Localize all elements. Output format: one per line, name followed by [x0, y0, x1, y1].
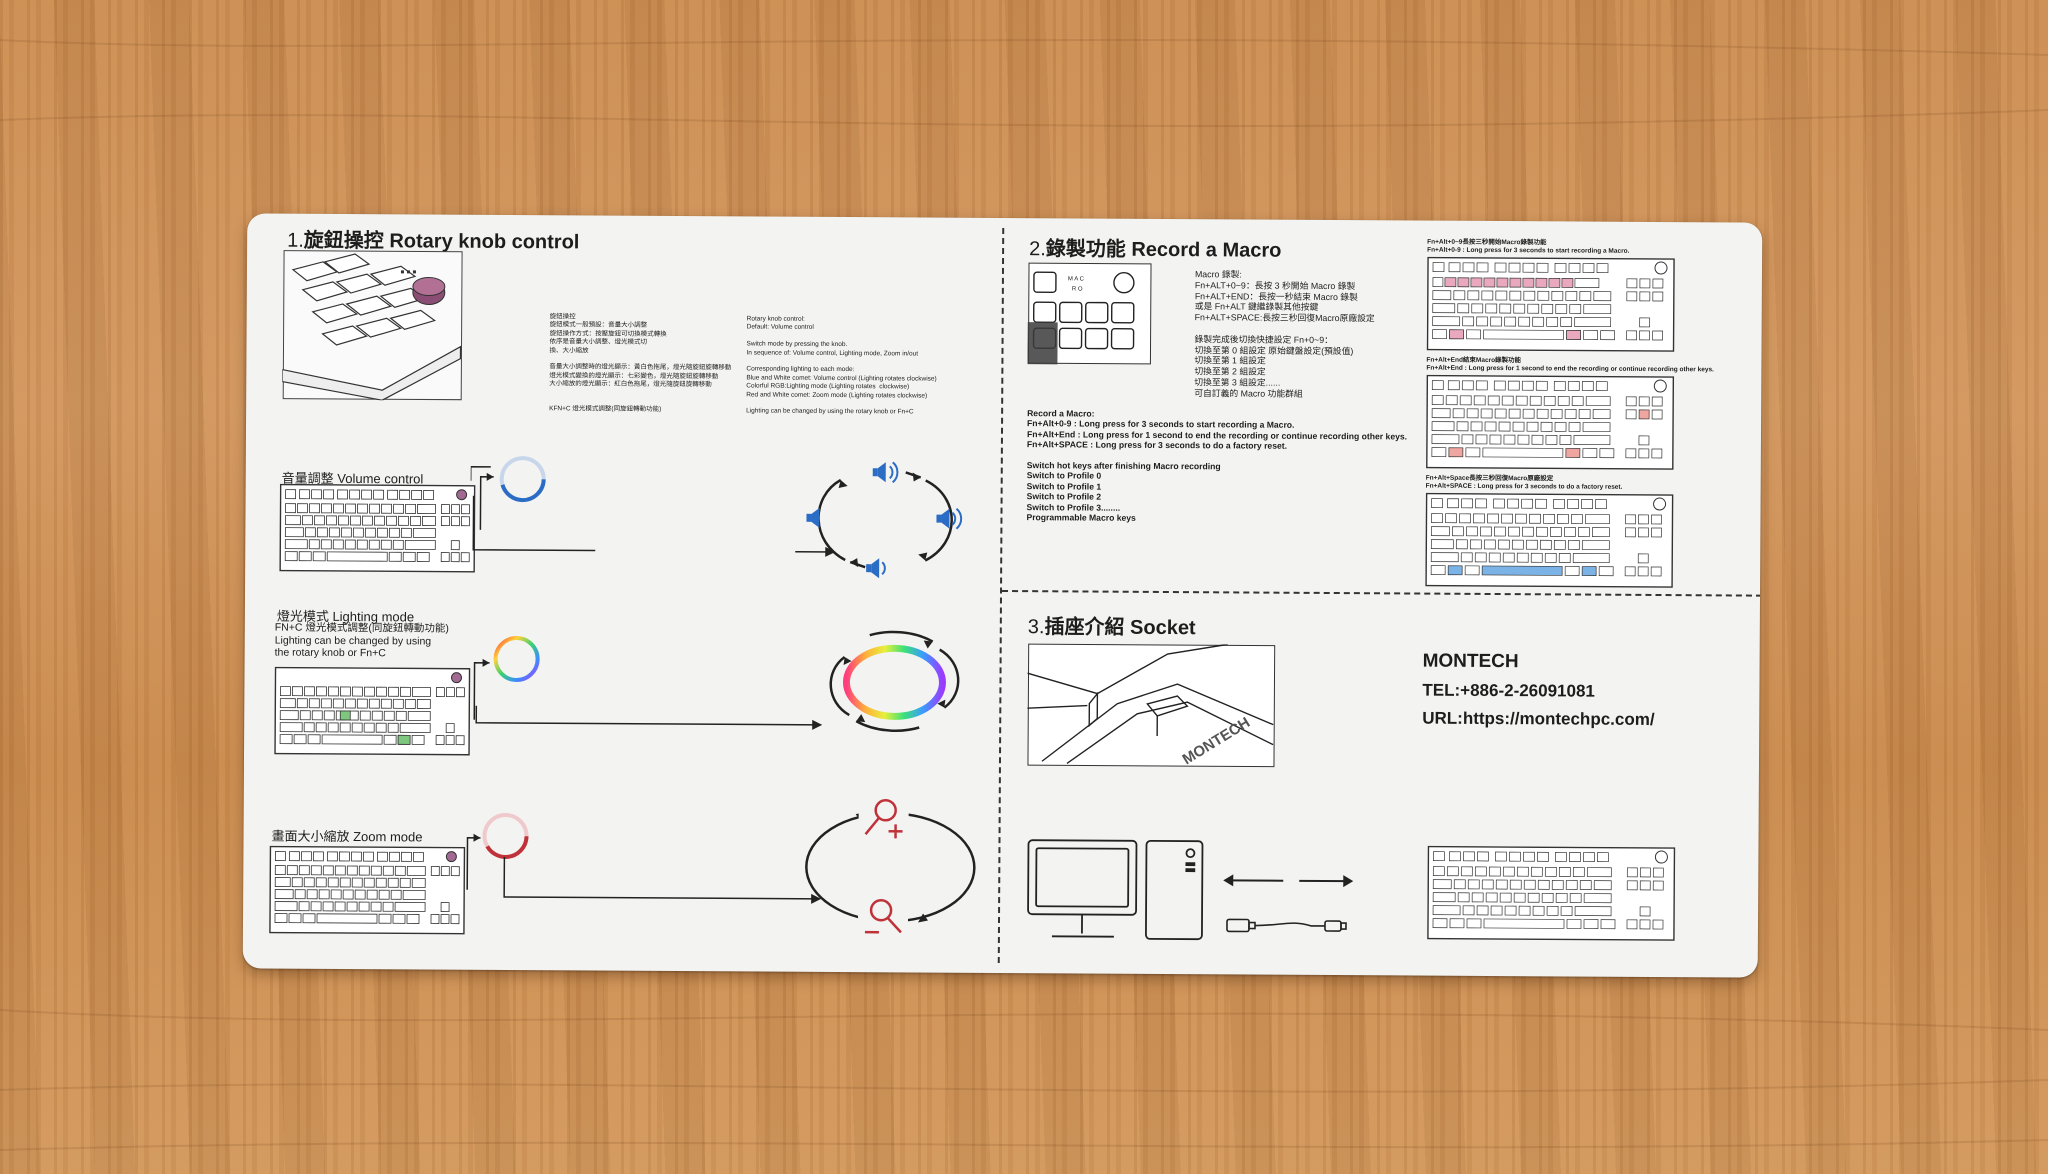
socket-illustration: MONTECH — [1027, 643, 1276, 768]
macro-kb1-caption: Fn+Alt+0~9長按三秒開始Macro錄製功能 Fn+Alt+0-9 : L… — [1427, 238, 1630, 256]
zoom-mode-label: 畫面大小縮放 Zoom mode — [271, 828, 423, 845]
rotary-knob-keyboard-illustration — [282, 250, 463, 401]
svg-text:M A C: M A C — [1068, 276, 1085, 282]
macro-keyboard-1 — [1426, 256, 1675, 352]
contact-tel: TEL:+886-2-26091081 — [1422, 680, 1595, 701]
volume-cycle-diagram — [806, 461, 963, 579]
zoom-out-icon — [864, 899, 902, 934]
speaker-icon — [806, 461, 963, 579]
arrow-left-icon — [1223, 874, 1284, 887]
svg-text:R O: R O — [1072, 286, 1083, 292]
lighting-mode-subtext: FN+C 燈光模式調整(同旋鈕轉動功能) Lighting can be cha… — [274, 621, 449, 660]
section2-zh-text: Macro 錄製: Fn+ALT+0~9：長按 3 秒開始 Macro 錄製 F… — [1194, 269, 1375, 399]
macro-kb3-caption: Fn+Alt+Space長按三秒回復Macro原廠設定 Fn+Alt+SPACE… — [1425, 474, 1623, 492]
horizontal-divider — [1002, 589, 1763, 597]
rgb-ring-icon — [493, 636, 540, 683]
usb-connection-arrows — [1223, 874, 1354, 933]
contact-url: URL:https://montechpc.com/ — [1422, 708, 1655, 729]
vertical-divider — [997, 227, 1005, 963]
lighting-cycle-diagram — [829, 630, 960, 732]
usb-cable-icon — [1226, 918, 1347, 933]
lighting-flow — [473, 636, 823, 730]
zoom-in-icon — [864, 799, 903, 839]
macro-keyboard-3 — [1425, 492, 1674, 588]
instruction-card: 1.旋鈕操控 Rotary knob control 旋鈕操控 旋鈕模式一般預設… — [242, 213, 1763, 978]
zoom-cycle-diagram — [805, 799, 976, 935]
volume-keyboard-illustration — [279, 483, 476, 573]
section3-title: 3.插座介紹 Socket — [1027, 616, 1196, 640]
arrow-right-icon — [1299, 875, 1354, 888]
volume-flow — [472, 456, 836, 557]
lighting-keyboard-illustration — [274, 666, 471, 756]
zoom-flow — [466, 812, 822, 904]
section2-en-text: Record a Macro: Fn+Alt+0-9 : Long press … — [1026, 408, 1408, 523]
zoom-keyboard-illustration — [269, 845, 466, 935]
macro-kb2-caption: Fn+Alt+End結束Macro錄製功能 Fn+Alt+End : Long … — [1426, 356, 1714, 374]
pc-tower-icon — [1145, 840, 1204, 941]
monitor-pc-illustration — [1027, 839, 1204, 941]
socket-keyboard-illustration — [1427, 845, 1676, 941]
macro-pad-illustration: M A C R O — [1027, 262, 1152, 365]
macro-keyboard-2 — [1426, 374, 1675, 470]
volume-flow-arrows — [470, 465, 491, 481]
section2-title: 2.錄製功能 Record a Macro — [1029, 238, 1282, 262]
contact-brand: MONTECH — [1422, 650, 1519, 673]
monitor-icon — [1027, 839, 1138, 938]
